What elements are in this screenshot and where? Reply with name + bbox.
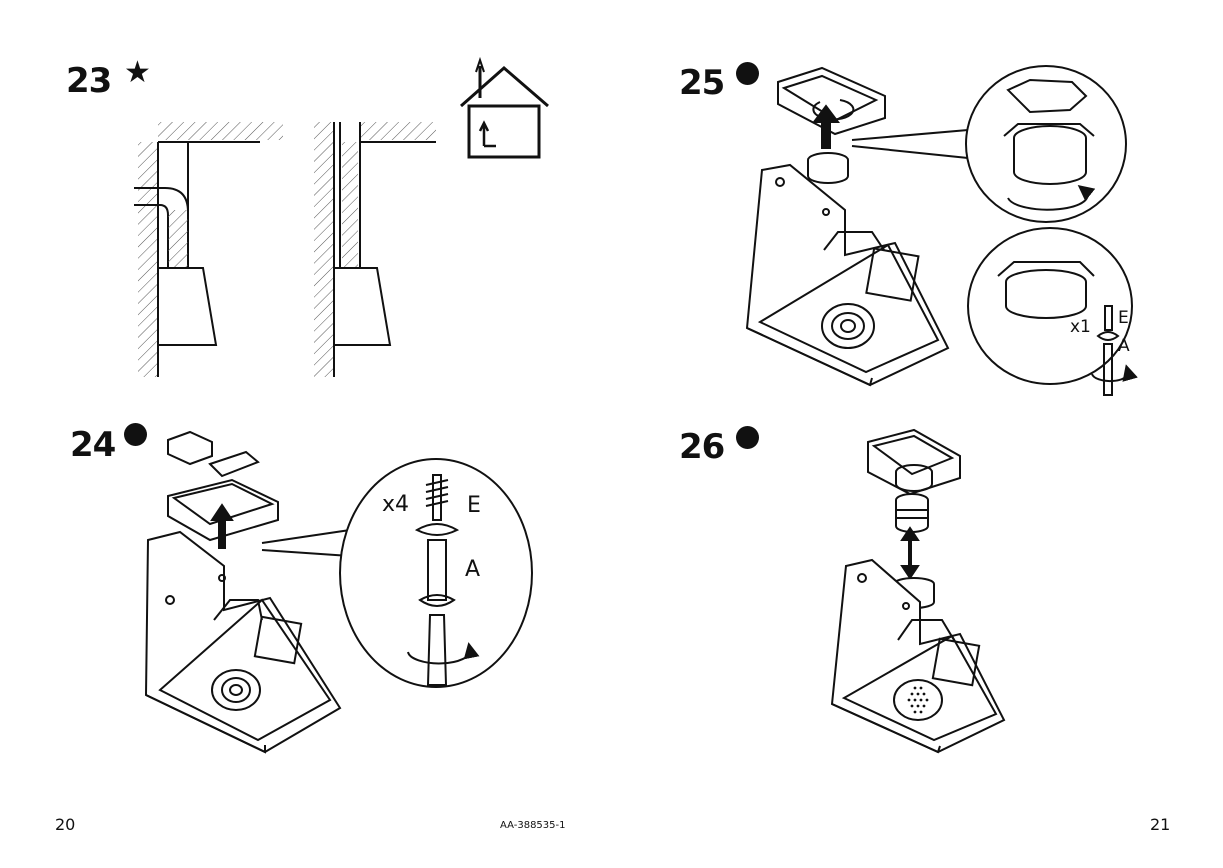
filled-circle-icon <box>736 62 759 85</box>
step24-part-e-label: E <box>467 493 481 518</box>
step25-part-e-label: E <box>1118 308 1129 328</box>
step26-illustration <box>830 428 1006 754</box>
step25-illustration <box>745 65 1138 396</box>
step-number-23: 23 <box>66 61 112 101</box>
house-icon <box>460 56 549 159</box>
wall-vertical-duct-diagram <box>314 122 436 377</box>
filled-circle-icon <box>736 426 759 449</box>
star-icon: ★ <box>124 55 151 90</box>
step24-illustration <box>144 430 533 754</box>
step25-part-a-label: A <box>1118 336 1130 356</box>
right-page-number: 21 <box>1150 815 1171 834</box>
step24-quantity-label: x4 <box>382 492 409 517</box>
step23-illustration <box>134 56 549 377</box>
step-number-25: 25 <box>679 63 725 103</box>
filled-circle-icon <box>124 423 147 446</box>
left-page-number: 20 <box>55 815 76 834</box>
step-number-24: 24 <box>70 425 116 465</box>
document-code: AA-388535-1 <box>500 820 566 831</box>
wall-duct-elbow-diagram <box>134 122 283 377</box>
step24-part-a-label: A <box>465 557 480 582</box>
step26-fan-grille <box>907 686 929 714</box>
step-number-26: 26 <box>679 427 725 467</box>
step25-quantity-label: x1 <box>1070 317 1091 337</box>
